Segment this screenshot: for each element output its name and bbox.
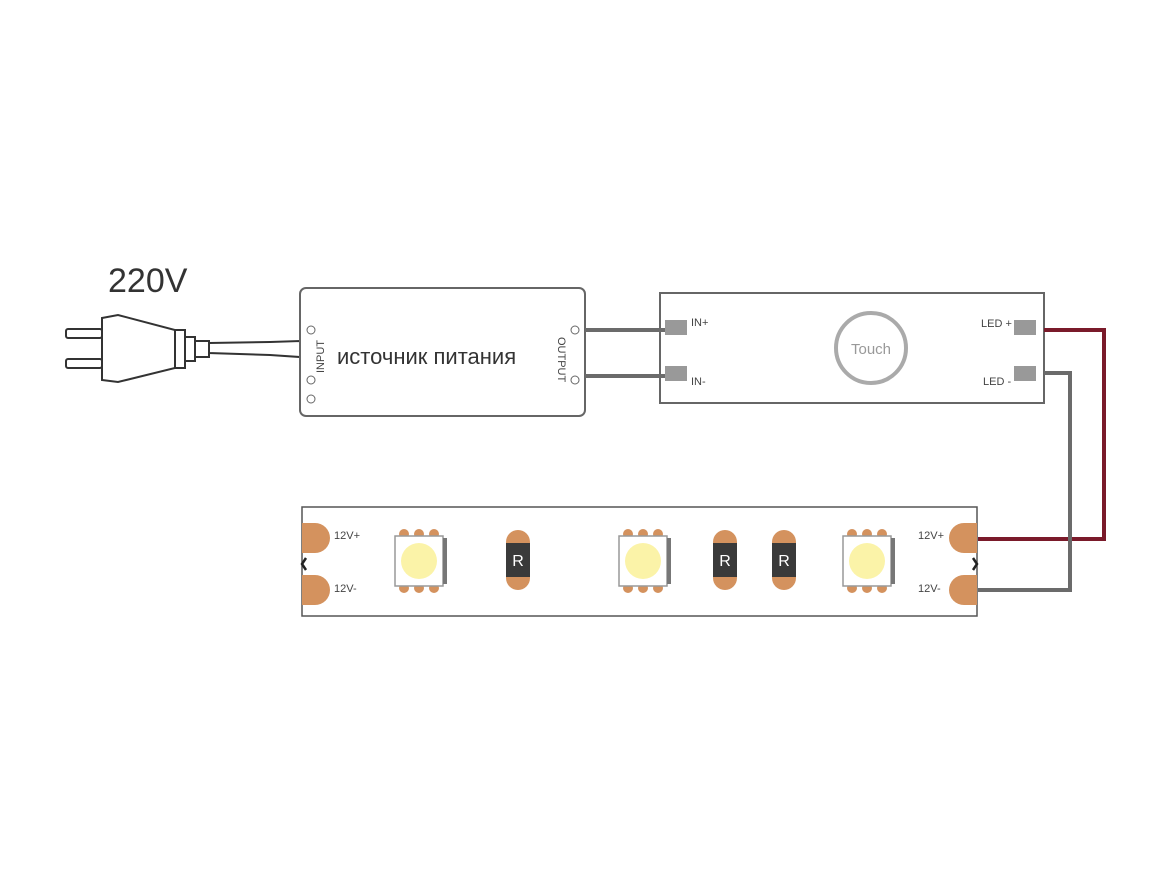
strip-left-minus-pad bbox=[302, 575, 330, 605]
positive-wire bbox=[978, 328, 1106, 541]
resistor-label: R bbox=[778, 553, 790, 570]
in-minus-label: IN- bbox=[691, 376, 706, 388]
voltage-label: 220V bbox=[108, 262, 188, 300]
in-minus-pad bbox=[665, 366, 687, 381]
strip-right-minus-label: 12V- bbox=[918, 583, 941, 595]
touch-button[interactable] bbox=[834, 311, 908, 385]
psu-to-controller-wires bbox=[585, 328, 665, 378]
led-plus-label: LED + bbox=[981, 318, 1012, 330]
touch-controller: IN+ IN- LED + LED - Touch bbox=[659, 292, 1045, 404]
cut-mark-right bbox=[971, 557, 979, 571]
strip-right-minus-pad bbox=[949, 575, 977, 605]
in-plus-pad bbox=[665, 320, 687, 335]
output-label: OUTPUT bbox=[555, 337, 567, 383]
resistor: R bbox=[713, 530, 737, 590]
led-minus-label: LED - bbox=[983, 376, 1011, 388]
strip-left-plus-pad bbox=[302, 523, 330, 553]
strip-left-minus-label: 12V- bbox=[334, 583, 357, 595]
strip-left-plus-label: 12V+ bbox=[334, 530, 360, 542]
input-label: INPUT bbox=[315, 340, 327, 373]
led-plus-pad bbox=[1014, 320, 1036, 335]
led-strip: 12V+ 12V- 12V+ 12V- R bbox=[300, 506, 979, 617]
in-plus-label: IN+ bbox=[691, 317, 708, 329]
touch-label: Touch bbox=[851, 341, 891, 358]
smd-led bbox=[618, 529, 671, 593]
output-terminal-icons bbox=[570, 325, 580, 385]
resistor-label: R bbox=[512, 553, 524, 570]
led-minus-pad bbox=[1014, 366, 1036, 381]
strip-right-plus-label: 12V+ bbox=[918, 530, 944, 542]
resistor: R bbox=[506, 530, 530, 590]
power-supply-title: источник питания bbox=[337, 344, 516, 369]
plug-icon bbox=[65, 313, 301, 384]
power-supply: источник питания INPUT OUTPUT bbox=[299, 287, 586, 417]
smd-led bbox=[394, 529, 447, 593]
input-terminal-icons bbox=[306, 325, 316, 404]
resistor: R bbox=[772, 530, 796, 590]
smd-led bbox=[842, 529, 895, 593]
resistor-label: R bbox=[719, 553, 731, 570]
cut-mark-left bbox=[300, 557, 308, 571]
negative-wire bbox=[978, 371, 1072, 592]
strip-right-plus-pad bbox=[949, 523, 977, 553]
